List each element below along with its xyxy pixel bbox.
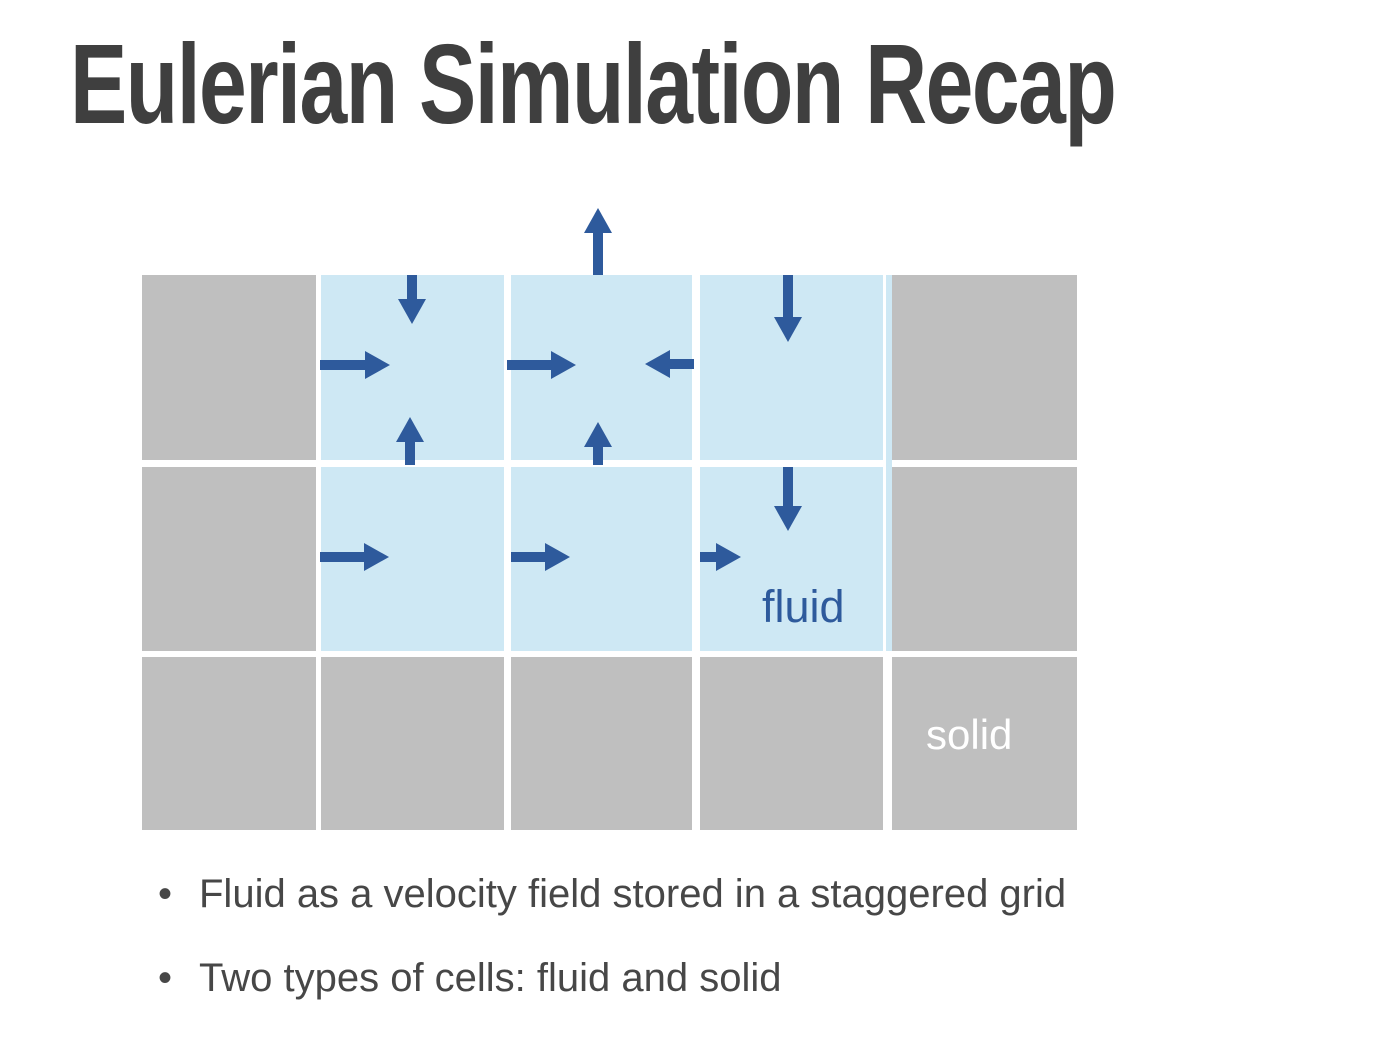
bullet-marker: • xyxy=(158,872,173,916)
velocity-arrow-right xyxy=(700,542,741,572)
grid-cell-solid xyxy=(892,467,1077,651)
velocity-arrow-up xyxy=(395,417,425,465)
fluid-label: fluid xyxy=(762,581,845,632)
velocity-arrow-down xyxy=(397,275,427,324)
grid-cell-solid xyxy=(700,657,883,830)
velocity-arrow-right xyxy=(320,350,390,380)
velocity-arrow-up xyxy=(583,422,613,465)
bullet-text: Fluid as a velocity field stored in a st… xyxy=(199,872,1067,916)
bullet-item: • Fluid as a velocity field stored in a … xyxy=(155,870,1335,918)
velocity-arrow-right xyxy=(511,542,570,572)
bullet-item: • Two types of cells: fluid and solid xyxy=(155,954,1335,1002)
velocity-arrow-right xyxy=(507,350,576,380)
velocity-arrow-down xyxy=(773,467,803,531)
solid-label: solid xyxy=(926,711,1013,758)
grid-cell-solid xyxy=(892,275,1077,460)
velocity-arrow-down xyxy=(773,275,803,342)
staggered-grid-diagram: fluid solid xyxy=(142,208,1077,830)
grid-cell-solid xyxy=(142,467,316,651)
fluid-edge-sliver xyxy=(886,275,892,651)
bullet-marker: • xyxy=(158,956,173,1000)
slide-title: Eulerian Simulation Recap xyxy=(70,21,1117,147)
grid-cell-solid xyxy=(511,657,692,830)
bullet-text: Two types of cells: fluid and solid xyxy=(199,956,782,1000)
grid-cell-solid xyxy=(321,657,504,830)
grid-cell-solid xyxy=(142,275,316,460)
velocity-arrow-up xyxy=(583,208,613,275)
velocity-arrow-left xyxy=(645,349,694,379)
grid-cell-solid xyxy=(142,657,316,830)
grid-cell-solid xyxy=(892,657,1077,830)
velocity-arrow-right xyxy=(320,542,389,572)
bullet-list: • Fluid as a velocity field stored in a … xyxy=(155,870,1335,1038)
